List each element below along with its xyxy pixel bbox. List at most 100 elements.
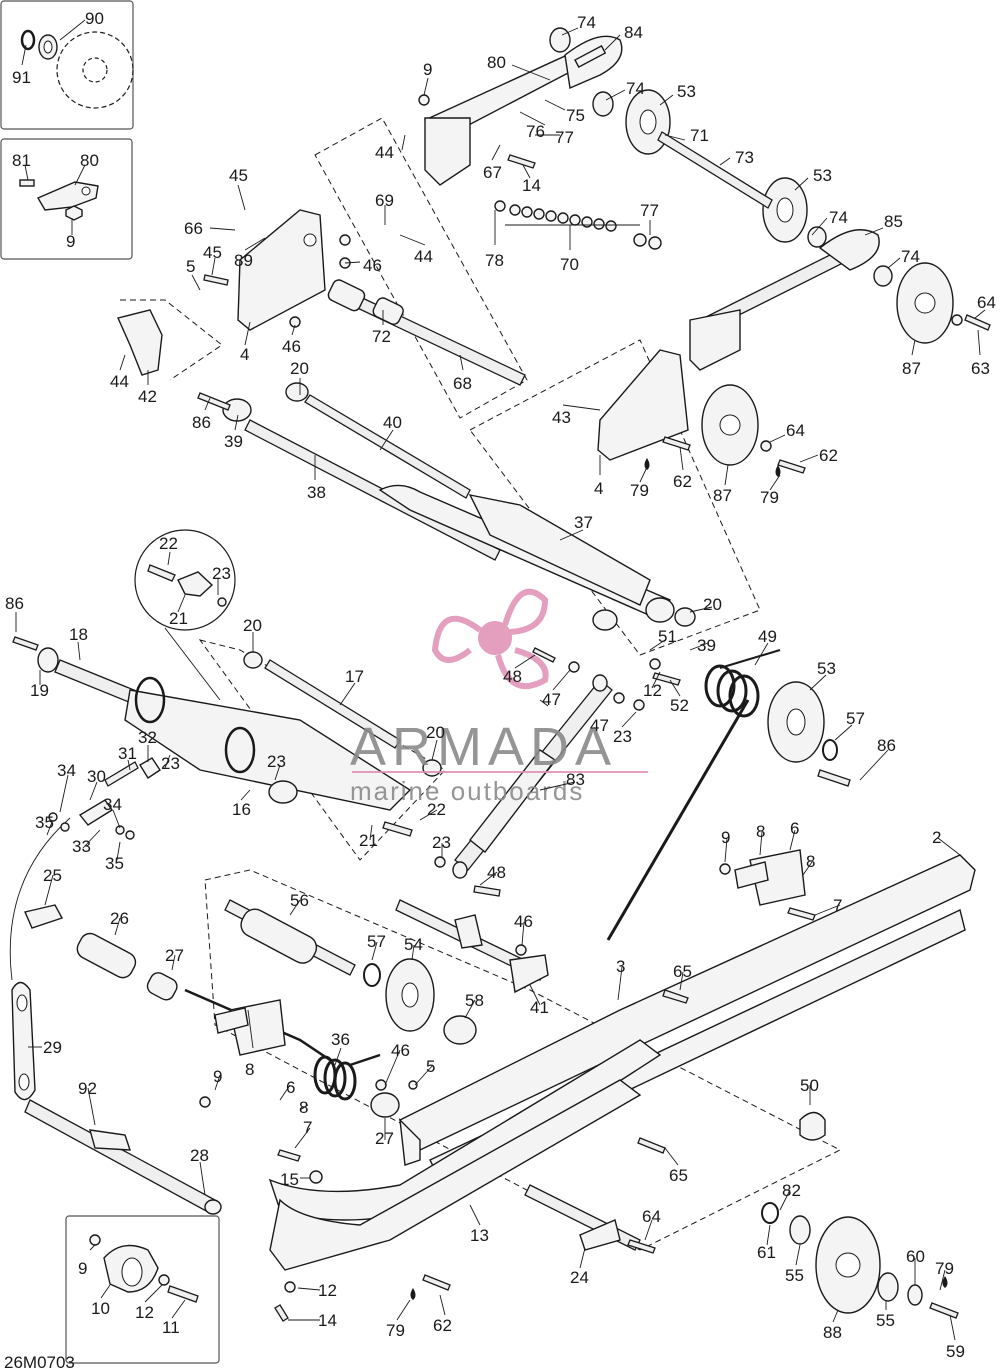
part-label: 68 (453, 374, 472, 393)
stopper-inset-art (19, 179, 99, 221)
inset-bearing-box (0, 0, 134, 130)
part-label: 46 (363, 256, 382, 275)
part-label: 12 (318, 1281, 337, 1300)
watermark-logo (431, 588, 549, 690)
shaft-56 (224, 899, 435, 1032)
part-label: 52 (670, 696, 689, 715)
rear-shaft-92 (24, 1099, 222, 1215)
part-label: 79 (760, 488, 779, 507)
spacers-26-27 (24, 904, 178, 1001)
part-label: 74 (577, 13, 596, 32)
cross-shaft-68 (327, 279, 526, 386)
part-label: 89 (234, 251, 253, 270)
part-label: 5 (186, 257, 195, 276)
part-label: 72 (372, 327, 391, 346)
part-label: 15 (280, 1170, 299, 1189)
part-label: 36 (331, 1030, 350, 1049)
part-label: 45 (229, 166, 248, 185)
part-label: 56 (290, 891, 309, 910)
part-label: 45 (203, 243, 222, 262)
lubricant-drop-icons (410, 458, 948, 1300)
part-label: 73 (735, 148, 754, 167)
part-label: 46 (514, 912, 533, 931)
part-label: 16 (232, 800, 251, 819)
part-label: 92 (78, 1079, 97, 1098)
part-label: 39 (224, 432, 243, 451)
part-label: 32 (138, 728, 157, 747)
part-label: 90 (85, 9, 104, 28)
part-label: 48 (487, 863, 506, 882)
part-label: 86 (192, 413, 211, 432)
right-bracket-43 (597, 349, 759, 466)
inset-bumper-box (65, 1215, 220, 1364)
left-bracket-assembly (117, 209, 326, 376)
part-label: 75 (566, 106, 585, 125)
part-label: 87 (902, 359, 921, 378)
figure-code: 26M0703 (4, 1353, 75, 1372)
bearing-wheel-inset-art (20, 29, 134, 109)
part-label: 26 (110, 909, 129, 928)
part-label: 88 (823, 1323, 842, 1342)
part-label: 19 (30, 681, 49, 700)
part-label: 76 (526, 122, 545, 141)
part-label: 44 (110, 372, 129, 391)
part-label: 64 (786, 421, 805, 440)
link-assembly-30 (78, 757, 161, 826)
rear-wheel-88 (761, 1202, 923, 1314)
rear-axle-24 (524, 1184, 641, 1251)
ref-frame-left (120, 299, 223, 381)
adjuster-washers-70 (494, 200, 662, 250)
spacer-27-lower (370, 1092, 400, 1118)
part-label: 9 (721, 828, 730, 847)
part-label: 23 (613, 727, 632, 746)
part-label: 27 (375, 1129, 394, 1148)
part-label: 21 (169, 609, 188, 628)
part-label: 14 (522, 176, 541, 195)
link-29 (9, 817, 71, 1101)
part-label: 86 (877, 736, 896, 755)
part-label: 74 (626, 79, 645, 98)
part-number-labels: 90 91 81 80 9 74 84 9 80 74 53 75 76 77 … (5, 9, 996, 1361)
part-label: 47 (542, 690, 561, 709)
part-label: 31 (118, 744, 137, 763)
part-label: 42 (138, 387, 157, 406)
part-label: 43 (552, 408, 571, 427)
part-label: 47 (590, 716, 609, 735)
part-label: 20 (703, 595, 722, 614)
part-label: 9 (78, 1259, 87, 1278)
part-label: 23 (161, 754, 180, 773)
part-label: 7 (833, 896, 842, 915)
watermark-tagline: marine outboards (350, 776, 584, 806)
part-label: 10 (91, 1299, 110, 1318)
part-label: 78 (485, 251, 504, 270)
part-label: 60 (906, 1247, 925, 1266)
part-label: 33 (72, 837, 91, 856)
part-label: 67 (483, 163, 502, 182)
part-label: 65 (673, 962, 692, 981)
part-label: 57 (367, 932, 386, 951)
part-label: 80 (80, 151, 99, 170)
part-label: 53 (817, 659, 836, 678)
part-label: 66 (184, 219, 203, 238)
bracket-6-upper (734, 849, 806, 906)
part-label: 44 (375, 143, 394, 162)
part-label: 23 (432, 833, 451, 852)
part-label: 29 (43, 1038, 62, 1057)
part-label: 35 (105, 854, 124, 873)
part-label: 23 (212, 564, 231, 583)
part-label: 25 (43, 866, 62, 885)
part-label: 8 (806, 852, 815, 871)
part-label: 49 (758, 627, 777, 646)
part-label: 12 (643, 681, 662, 700)
torsion-spring-36 (184, 988, 381, 1101)
part-label: 53 (813, 166, 832, 185)
part-label: 55 (785, 1266, 804, 1285)
part-label: 24 (570, 1268, 589, 1287)
part-label: 82 (782, 1181, 801, 1200)
part-label: 5 (426, 1057, 435, 1076)
watermark-brand: ARMADA (350, 717, 617, 777)
part-label: 20 (243, 616, 262, 635)
part-label: 11 (162, 1318, 180, 1337)
part-label: 8 (756, 822, 765, 841)
part-label: 77 (640, 201, 659, 220)
